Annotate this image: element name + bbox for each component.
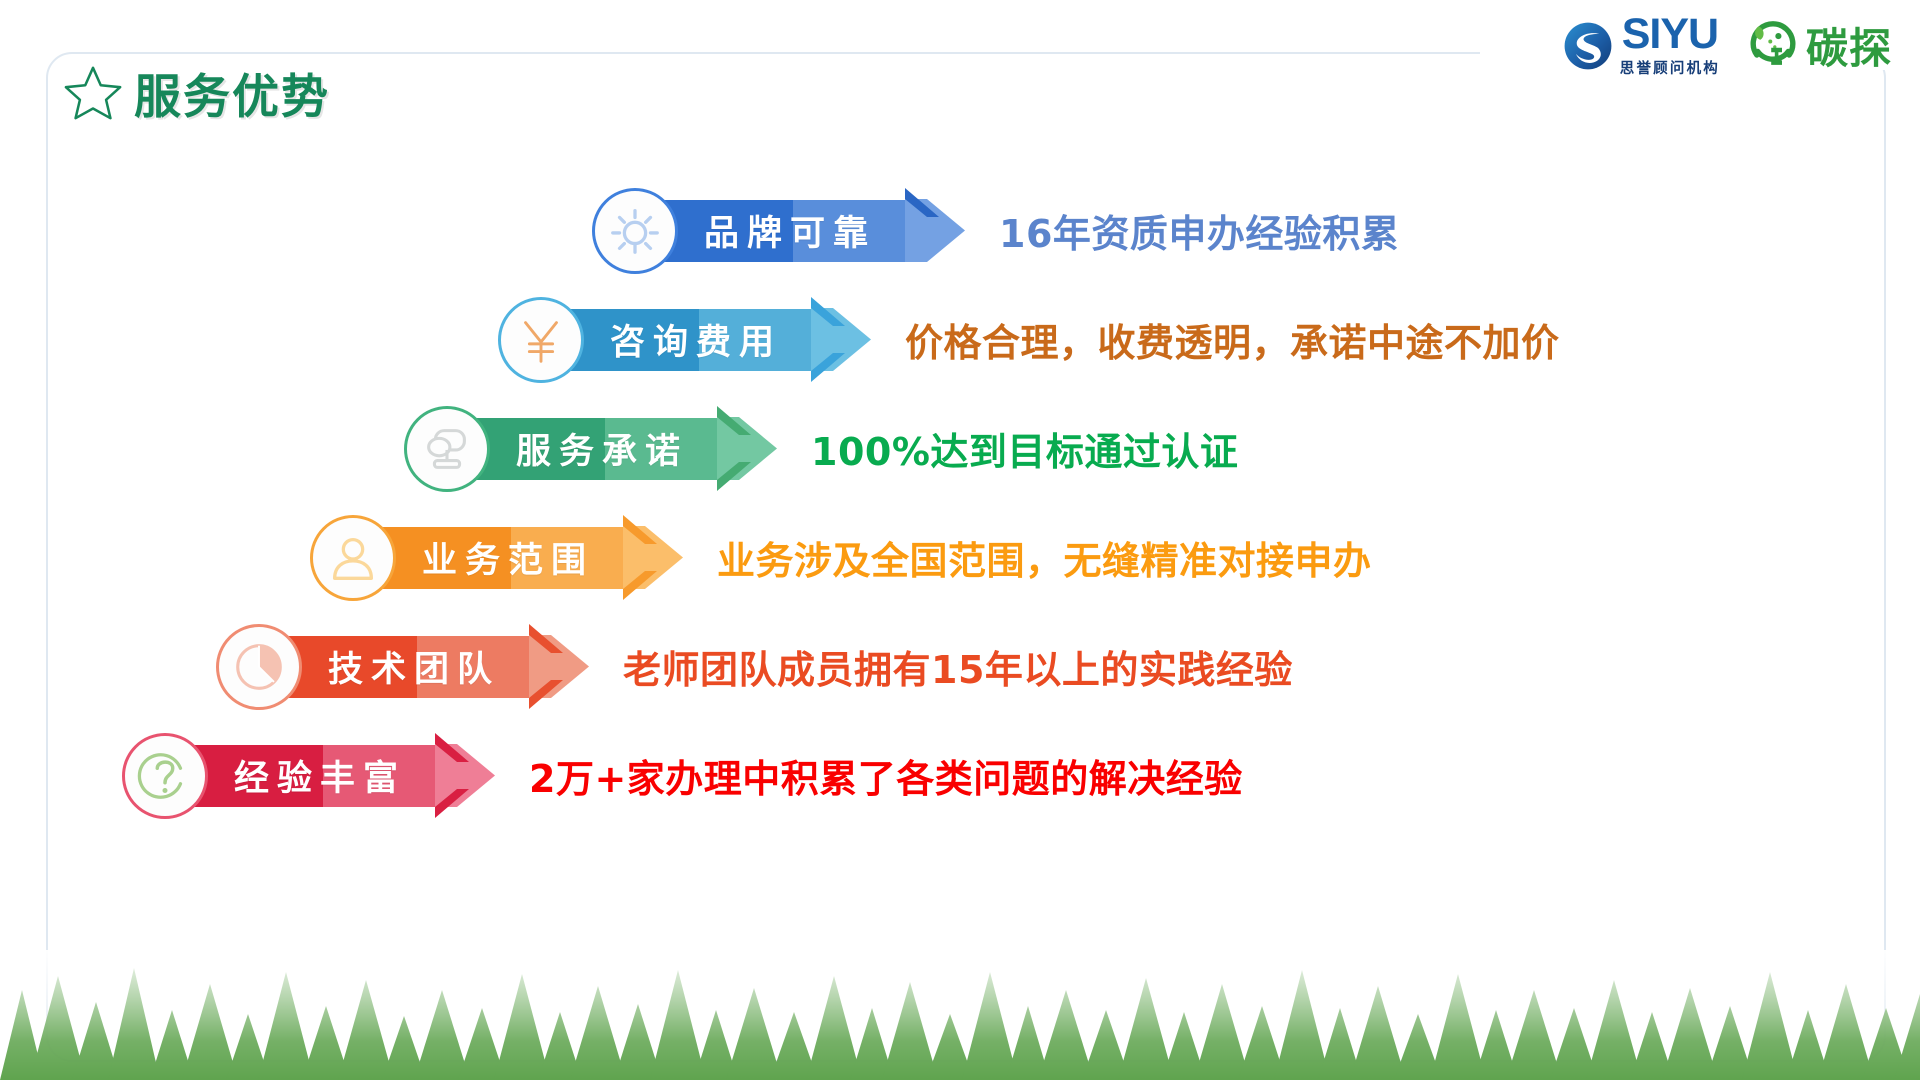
advantage-badge (404, 405, 490, 492)
advantage-label: 品牌可靠 (704, 214, 877, 254)
advantage-description: 2万+家办理中积累了各类问题的解决经验 (529, 757, 1243, 801)
question-mark-icon (137, 752, 183, 799)
advantage-row: 服务承诺 100%达到目标通过认证 (0, 394, 1920, 503)
advantage-ribbon: 经验丰富 (190, 733, 496, 819)
ribbon-arrowhead (435, 721, 496, 830)
advantage-banner[interactable]: 技术团队 (216, 623, 590, 710)
advantage-label: 业务范围 (422, 541, 595, 581)
advantage-row: 经验丰富 2万+家办理中积累了各类问题的解决经验 (0, 721, 1920, 830)
ribbon-arrowhead (905, 176, 966, 285)
advantage-row: 咨询费用 价格合理，收费透明，承诺中途不加价 (0, 285, 1920, 394)
page-title-text: 服务优势 (134, 70, 330, 125)
advantage-ribbon: 服务承诺 (472, 406, 778, 492)
advantage-label: 经验丰富 (234, 759, 407, 799)
speech-bubbles-icon (427, 428, 466, 469)
sun-icon (611, 208, 659, 254)
advantage-description: 16年资质申办经验积累 (999, 212, 1400, 256)
advantage-banner[interactable]: 咨询费用 (498, 296, 872, 383)
ribbon-arrowhead (717, 394, 778, 503)
logo-tantan: 碳探 (1746, 15, 1892, 76)
advantage-label: 咨询费用 (610, 323, 783, 363)
ribbon-arrowhead (529, 612, 590, 721)
person-icon (332, 537, 374, 580)
advantage-banner[interactable]: 服务承诺 (404, 405, 778, 492)
advantage-badge (498, 296, 584, 383)
advantage-ribbon: 咨询费用 (566, 297, 872, 383)
advantage-description: 老师团队成员拥有15年以上的实践经验 (623, 648, 1293, 692)
logo-siyu-word: SIYU (1621, 10, 1719, 58)
advantage-badge (122, 732, 208, 819)
advantage-banner[interactable]: 品牌可靠 (592, 187, 966, 274)
ribbon-arrowhead (623, 503, 684, 612)
advantage-ribbon: 业务范围 (378, 515, 684, 601)
advantage-row: 业务范围 业务涉及全国范围，无缝精准对接申办 (0, 503, 1920, 612)
pie-chart-icon (236, 643, 282, 690)
pine-forest-decoration (0, 950, 1920, 1080)
star-outline-icon (62, 62, 124, 124)
advantage-banner[interactable]: 业务范围 (310, 514, 684, 601)
advantage-badge (216, 623, 302, 710)
logo-siyu: SIYU 思誉顾问机构 (1562, 10, 1720, 78)
advantage-description: 价格合理，收费透明，承诺中途不加价 (905, 321, 1560, 365)
advantage-row: 品牌可靠 16年资质申办经验积累 (0, 176, 1920, 285)
leaf-circle-icon (1746, 19, 1800, 73)
advantage-row: 技术团队 老师团队成员拥有15年以上的实践经验 (0, 612, 1920, 721)
advantage-banner[interactable]: 经验丰富 (122, 732, 496, 819)
logo-siyu-subtitle: 思誉顾问机构 (1619, 60, 1720, 77)
advantage-ribbon: 品牌可靠 (660, 188, 966, 274)
advantage-list: 品牌可靠 16年资质申办经验积累 (0, 176, 1920, 830)
swirl-globe-icon (1562, 20, 1614, 72)
logo-siyu-text: SIYU 思誉顾问机构 (1619, 10, 1720, 78)
advantage-badge (310, 514, 396, 601)
yen-icon (524, 320, 558, 363)
logo-group: SIYU 思誉顾问机构 碳探 (1562, 10, 1892, 78)
advantage-badge (592, 187, 678, 274)
advantage-label: 技术团队 (328, 650, 501, 690)
frame-top-notch (1480, 40, 1900, 70)
advantage-description: 业务涉及全国范围，无缝精准对接申办 (717, 539, 1372, 583)
logo-tantan-word: 碳探 (1805, 24, 1892, 74)
ribbon-arrowhead (811, 285, 872, 394)
advantage-description: 100%达到目标通过认证 (811, 430, 1239, 474)
advantage-ribbon: 技术团队 (284, 624, 590, 710)
page-title: 服务优势 (62, 58, 330, 127)
advantage-label: 服务承诺 (516, 432, 689, 472)
